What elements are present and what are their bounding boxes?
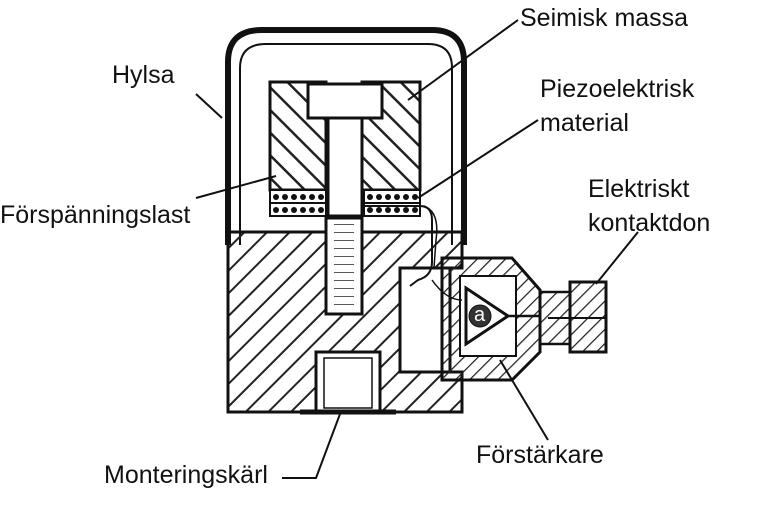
label-seimisk-massa: Seimisk massa: [520, 4, 689, 32]
label-material: material: [540, 109, 629, 137]
label-piezoelektrisk: Piezoelektrisk: [540, 75, 695, 103]
label-elektriskt: Elektriskt: [588, 175, 690, 203]
piezo-disc: [273, 194, 279, 200]
piezo-disc: [282, 207, 288, 213]
piezo-disc: [318, 194, 324, 200]
leader-lines: [195, 19, 639, 479]
piezo-disc: [412, 194, 418, 200]
amplifier-symbol: a: [474, 304, 486, 326]
label-forstarkare: Förstärkare: [476, 441, 604, 469]
label-monteringskarl: Monteringskärl: [104, 461, 268, 489]
piezo-disc: [394, 194, 400, 200]
piezo-disc: [291, 207, 297, 213]
piezo-disc: [403, 207, 409, 213]
piezo-disc: [309, 194, 315, 200]
piezo-disc: [291, 194, 297, 200]
piezo-disc: [385, 194, 391, 200]
bolt-shaft: [326, 116, 364, 218]
piezo-disc: [403, 194, 409, 200]
piezo-disc: [300, 207, 306, 213]
piezo-disc: [376, 194, 382, 200]
piezo-disc: [376, 207, 382, 213]
piezo-disc: [394, 207, 400, 213]
piezo-disc: [367, 194, 373, 200]
piezo-disc: [412, 207, 418, 213]
mounting-hole: [314, 350, 382, 414]
bolt-head: [306, 82, 384, 120]
housing-outer: [225, 27, 467, 245]
piezo-disc: [273, 207, 279, 213]
piezo-disc: [385, 207, 391, 213]
housing-inner: [239, 43, 453, 245]
piezo-disc: [282, 194, 288, 200]
piezo-disc: [309, 207, 315, 213]
label-kontaktdon: kontaktdon: [588, 209, 711, 237]
label-hylsa: Hylsa: [112, 61, 175, 89]
label-forspanningslast: Förspänningslast: [0, 201, 191, 229]
piezo-disc: [318, 207, 324, 213]
piezo-disc: [367, 207, 373, 213]
piezo-stack: [269, 189, 421, 217]
piezo-disc: [300, 194, 306, 200]
